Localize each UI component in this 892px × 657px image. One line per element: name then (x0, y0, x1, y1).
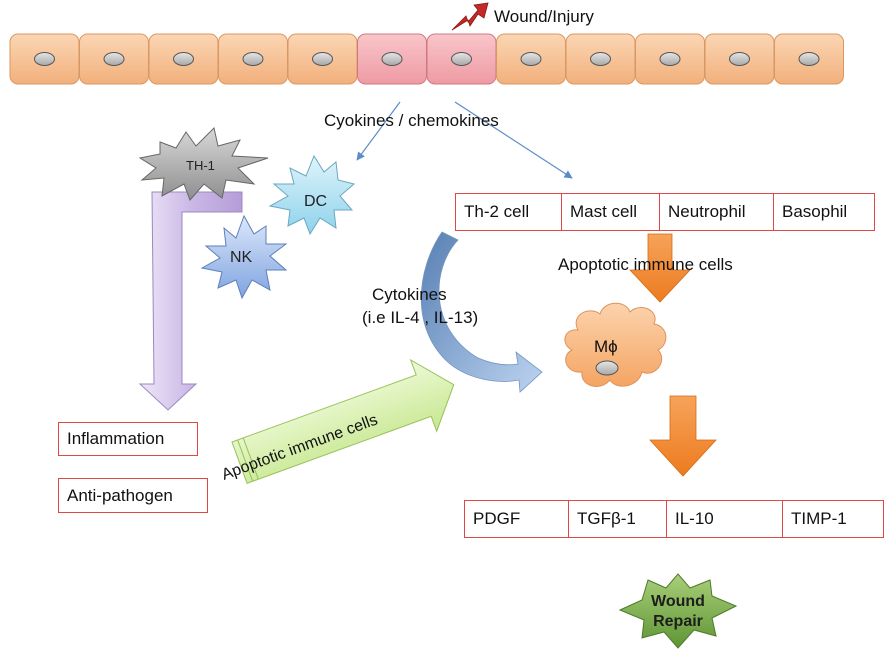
chemokines-label: Cyokines / chemokines (324, 111, 499, 130)
factors-row: PDGF TGFβ-1 IL-10 TIMP-1 (464, 500, 884, 538)
cell-nucleus-icon (381, 52, 403, 66)
lightning-icon (451, 2, 489, 31)
cell-nucleus-icon (729, 52, 750, 66)
macrophage-label: Mϕ (594, 337, 618, 356)
cell-nucleus-icon (590, 52, 611, 66)
recruited-cell-th2: Th-2 cell (456, 194, 562, 230)
chemokine-arrow-right (454, 101, 573, 179)
chemokine-arrow-left (356, 101, 401, 161)
inflammation-arrow (138, 191, 243, 411)
recruited-cells-row: Th-2 cell Mast cell Neutrophil Basophil (455, 193, 875, 231)
cell-nucleus-icon (242, 52, 264, 66)
cytokines-il-label-2: (i.e IL-4 , IL-13) (362, 308, 478, 327)
cell-nucleus-icon (798, 52, 820, 66)
recruited-cell-neutrophil: Neutrophil (660, 194, 774, 230)
recruited-cell-mast: Mast cell (562, 194, 660, 230)
macrophage-nucleus-icon (595, 360, 619, 376)
anti-pathogen-box: Anti-pathogen (58, 478, 208, 513)
wound-repair-label-1: Wound (651, 593, 705, 610)
orange-arrow-to-factors (649, 395, 717, 477)
wound-repair-shape (618, 573, 738, 649)
macrophage-shape (564, 302, 667, 387)
cell-nucleus-icon (520, 52, 542, 66)
factor-timp1: TIMP-1 (791, 509, 847, 528)
nk-label: NK (230, 249, 253, 266)
th1-cell-shape (138, 127, 269, 201)
inflammation-box: Inflammation (58, 422, 198, 456)
epithelium-layer (9, 33, 844, 85)
cell-nucleus-icon (173, 52, 194, 66)
orange-arrow-to-macrophage (629, 233, 691, 303)
cell-nucleus-icon (659, 52, 681, 66)
cell-nucleus-icon (312, 52, 333, 66)
cell-nucleus-icon (34, 52, 55, 66)
wound-repair-label-2: Repair (653, 613, 703, 630)
dc-cell-shape (268, 154, 356, 236)
cytokine-curved-arrow (420, 231, 543, 393)
apoptotic-label-top: Apoptotic immune cells (558, 255, 733, 274)
recruited-cell-basophil: Basophil (782, 202, 848, 221)
factor-tgfb1: TGFβ-1 (569, 501, 667, 537)
cell-nucleus-icon (103, 52, 125, 66)
injury-label: Wound/Injury (494, 7, 594, 26)
th1-label: TH-1 (186, 158, 215, 173)
dc-label: DC (304, 193, 327, 210)
nk-cell-shape (200, 214, 288, 300)
factor-il10: IL-10 (667, 501, 783, 537)
apoptotic-green-arrow (231, 358, 455, 484)
cytokines-il-label-1: Cytokines (372, 285, 447, 304)
cell-nucleus-icon (451, 52, 472, 66)
factor-pdgf: PDGF (465, 501, 569, 537)
